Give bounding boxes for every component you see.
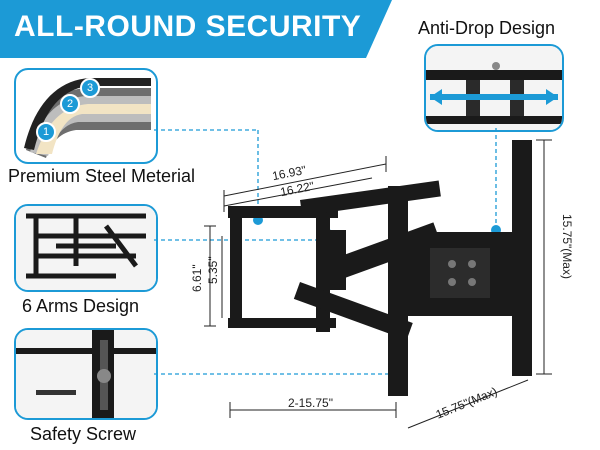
screw-inset	[14, 328, 158, 420]
steel-profile-image	[24, 78, 151, 158]
arms-label: 6 Arms Design	[22, 296, 140, 316]
banner-title: ALL-ROUND SECURITY	[14, 10, 362, 43]
guide-lines	[154, 128, 497, 375]
dim-extension: 2-15.75"	[288, 396, 333, 410]
callout-3: 3	[80, 78, 100, 98]
wall-plate	[388, 140, 532, 396]
anti-drop-label: Anti-Drop Design	[418, 18, 556, 38]
screw-label: Safety Screw	[30, 424, 137, 444]
arms-inset	[14, 204, 158, 292]
dim-inner-height: 5.35"	[206, 256, 220, 284]
banner-shape	[0, 0, 392, 58]
callout-1: 1	[36, 122, 56, 142]
title-banner: ALL-ROUND SECURITY	[0, 0, 392, 58]
callout-2: 2	[60, 94, 80, 114]
steel-inset: 1 2 3	[14, 68, 158, 164]
dimension-lines	[204, 139, 552, 429]
steel-label: Premium Steel Meterial	[8, 166, 196, 186]
dim-outer-height: 6.61"	[190, 264, 204, 292]
screw-image	[16, 330, 156, 418]
dim-plate-height: 15.75"(Max)	[560, 214, 574, 279]
anti-drop-inset	[424, 44, 564, 132]
anti-drop-image	[426, 46, 562, 130]
arms-image	[16, 206, 156, 290]
